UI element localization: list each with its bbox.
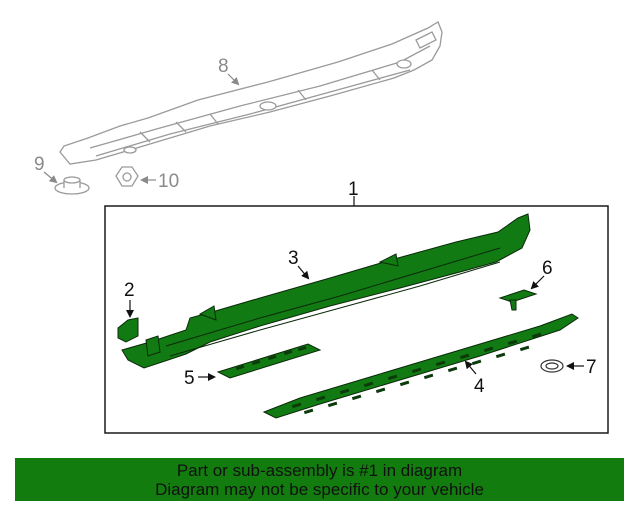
part-9-clip (54, 176, 90, 195)
part-8-rocker-outline (59, 21, 443, 165)
leader-6 (530, 275, 545, 290)
part-3-step-bracket (121, 213, 531, 369)
callout-9: 9 (34, 154, 45, 175)
part-4-running-board (262, 313, 579, 419)
assembly-box (104, 205, 609, 434)
callout-3: 3 (288, 248, 299, 269)
callout-8: 8 (218, 56, 229, 77)
callout-1: 1 (348, 179, 359, 200)
part-7-grommet (540, 359, 564, 373)
assembly-notice-banner: Part or sub-assembly is #1 in diagram Di… (15, 458, 624, 501)
banner-line-1: Part or sub-assembly is #1 in diagram (176, 461, 463, 480)
callout-10: 10 (158, 171, 179, 192)
banner-line-2: Diagram may not be specific to your vehi… (155, 480, 484, 499)
part-5-step-pad (216, 343, 322, 379)
part-10-nut (115, 166, 139, 187)
leader-9 (43, 171, 58, 184)
callout-5: 5 (184, 368, 195, 389)
leader-3 (297, 265, 310, 280)
part-6-bracket (498, 289, 538, 311)
leader-4 (464, 360, 477, 375)
leader-8 (227, 73, 240, 86)
callout-7: 7 (586, 357, 597, 378)
callout-2: 2 (124, 280, 135, 301)
part-2-end-cap (117, 317, 139, 343)
callout-4: 4 (474, 376, 485, 397)
callout-6: 6 (542, 258, 553, 279)
